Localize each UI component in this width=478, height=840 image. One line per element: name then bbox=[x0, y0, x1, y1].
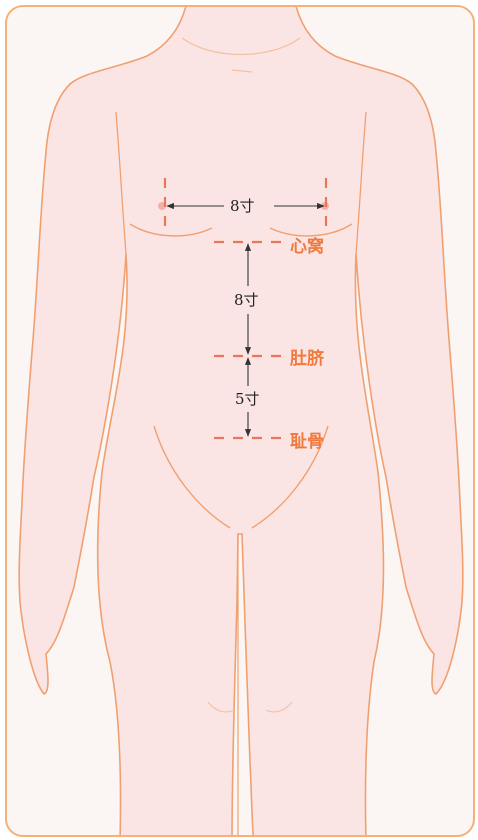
navel-label: 肚脐 bbox=[290, 348, 325, 369]
chest-width-label: 8寸 bbox=[230, 197, 255, 215]
xiphoid-navel-label: 8寸 bbox=[234, 291, 259, 309]
pubis-label: 耻骨 bbox=[290, 431, 324, 452]
navel-pubis-label: 5寸 bbox=[235, 390, 260, 408]
diagram-frame: 8寸 8寸 5寸 心窝 肚脐 耻骨 bbox=[5, 5, 475, 837]
body-silhouette bbox=[19, 7, 463, 835]
body-figure: 8寸 8寸 5寸 心窝 肚脐 耻骨 bbox=[7, 7, 473, 835]
xiphoid-label: 心窝 bbox=[290, 236, 324, 257]
